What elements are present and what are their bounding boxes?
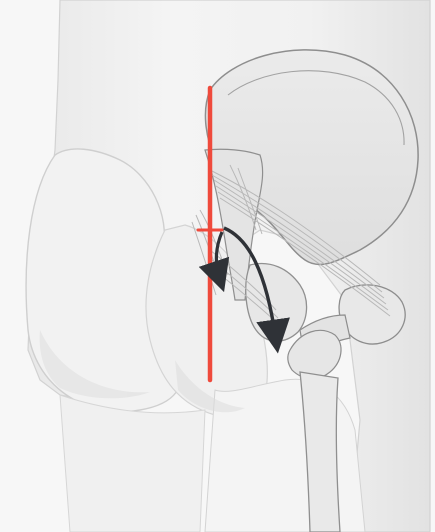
right-thigh bbox=[205, 379, 365, 532]
greater-trochanter bbox=[288, 330, 341, 378]
left-thigh bbox=[60, 395, 205, 532]
